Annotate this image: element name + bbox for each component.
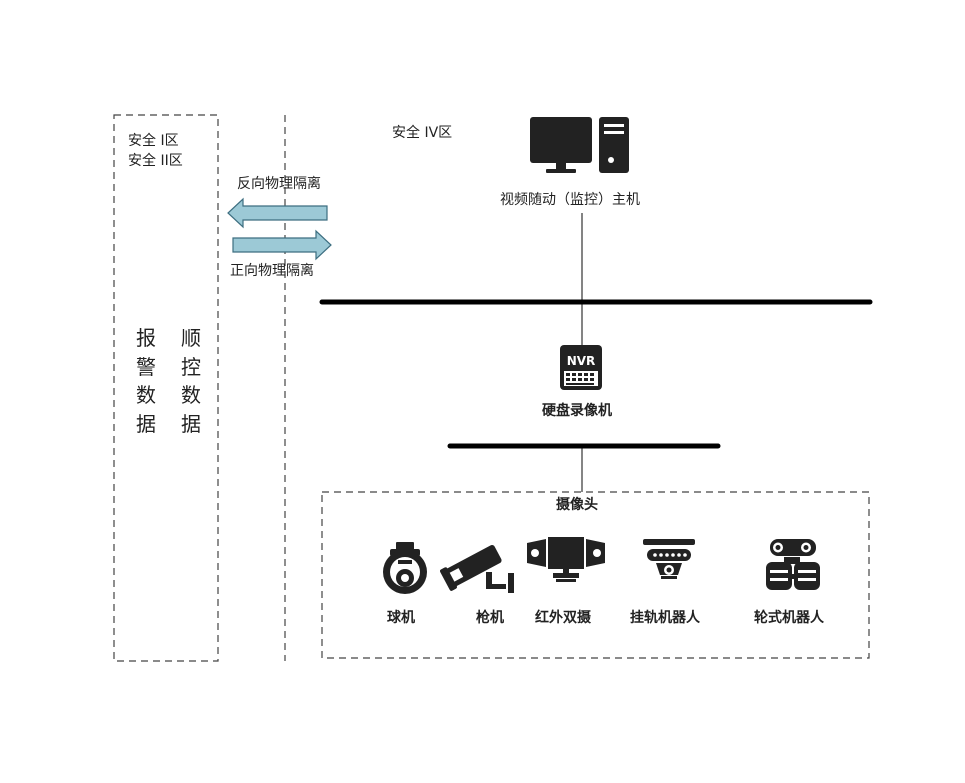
- infrared-dual-camera-icon: [527, 537, 605, 582]
- zone-2-label: 安全 II区: [128, 153, 183, 169]
- dome-camera-icon: [383, 542, 427, 594]
- forward-isolation-arrow: [232, 229, 332, 261]
- zone-1-2-boundary: [113, 114, 219, 662]
- camera-group-boundary: [321, 491, 870, 659]
- bullet-camera-label: 枪机: [476, 610, 504, 626]
- wheeled-robot-icon: [766, 539, 820, 590]
- wheeled-robot-label: 轮式机器人: [754, 610, 824, 626]
- infrared-dual-camera-label: 红外双摄: [535, 610, 591, 626]
- rail-robot-label: 挂轨机器人: [630, 610, 700, 626]
- alarm-data-label: 报 警 数 据: [136, 326, 156, 436]
- reverse-isolation-label: 反向物理隔离: [237, 176, 321, 192]
- computer-icon: [530, 117, 629, 173]
- host-label: 视频随动（监控）主机: [500, 192, 640, 208]
- nvr-icon-text: NVR: [567, 354, 596, 368]
- zone-1-label: 安全 I区: [128, 133, 179, 149]
- sequence-control-data-label: 顺 控 数 据: [181, 326, 201, 436]
- forward-isolation-label: 正向物理隔离: [230, 263, 314, 279]
- camera-group-title: 摄像头: [556, 497, 598, 513]
- dome-camera-label: 球机: [387, 610, 415, 626]
- rail-robot-icon: [643, 539, 695, 579]
- reverse-isolation-arrow: [227, 197, 328, 229]
- bullet-camera-icon: [440, 545, 514, 593]
- nvr-icon: NVR: [560, 345, 602, 390]
- zone-4-label: 安全 IV区: [392, 125, 453, 141]
- nvr-label: 硬盘录像机: [542, 403, 612, 419]
